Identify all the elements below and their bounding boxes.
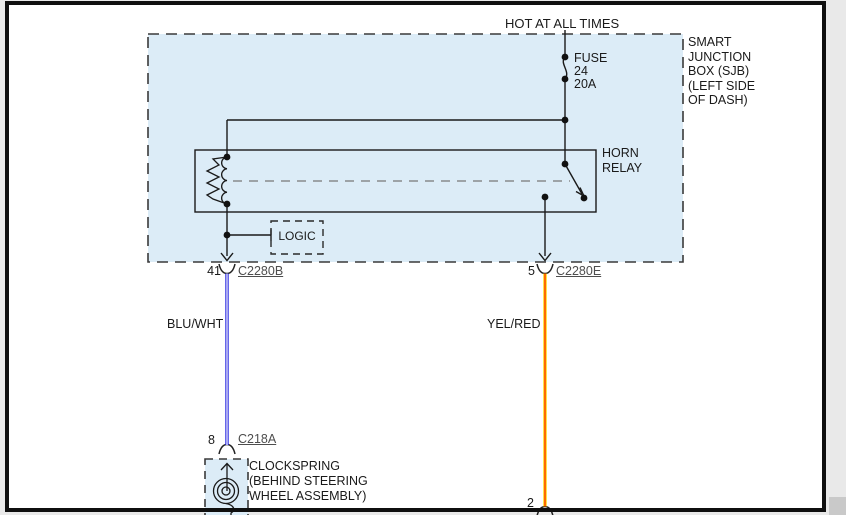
exit-arrows	[220, 252, 552, 262]
connector-symbol-bottom	[536, 505, 554, 515]
connector-symbol-c2280e	[536, 263, 554, 275]
fuse-amperage: 20A	[574, 77, 597, 91]
coil-winding-symbol	[221, 156, 228, 205]
connector-symbol-c218a	[218, 443, 236, 455]
fuse-label: FUSE 24 20A	[574, 52, 607, 91]
wire-color-label-right: YEL/RED	[487, 317, 541, 331]
arrow-down-icon	[220, 252, 234, 262]
circuit-wires	[225, 273, 547, 507]
clockspring-label: CLOCKSPRING (BEHIND STEERING WHEEL ASSEM…	[249, 459, 368, 503]
logic-label: LOGIC	[278, 229, 316, 243]
power-feed-line	[226, 30, 568, 164]
horn-relay-box	[194, 149, 597, 213]
relay-coil-symbol	[205, 156, 228, 205]
connector-symbol-c2280b	[218, 263, 236, 275]
sjb-label: SMART JUNCTION BOX (SJB) (LEFT SIDE OF D…	[688, 35, 756, 108]
wire-color-label-left: BLU/WHT	[167, 317, 224, 331]
pin-2: 2	[527, 496, 534, 510]
junction-dots	[223, 53, 588, 239]
connector-link-c2280e[interactable]: C2280E	[556, 264, 602, 278]
power-source-label: HOT AT ALL TIMES	[505, 16, 620, 31]
arrow-up-icon	[220, 462, 234, 471]
pin-8: 8	[208, 433, 215, 447]
logic-dashed-box	[270, 220, 324, 255]
pin-41: 41	[207, 264, 221, 278]
resistor-zigzag-symbol	[205, 156, 228, 205]
scrollbar-corner	[829, 497, 846, 515]
connector-link-c218a[interactable]: C218A	[238, 432, 277, 446]
pin-5: 5	[528, 264, 535, 278]
sjb-dashed-box	[147, 33, 684, 263]
arrow-down-icon	[538, 252, 552, 262]
connector-link-c2280b[interactable]: C2280B	[238, 264, 284, 278]
horn-relay-label: HORN RELAY	[602, 146, 643, 175]
fuse-label-line: FUSE	[574, 51, 608, 65]
clockspring-spiral-symbol	[212, 462, 240, 515]
fuse-rating-number: 24	[574, 64, 588, 78]
